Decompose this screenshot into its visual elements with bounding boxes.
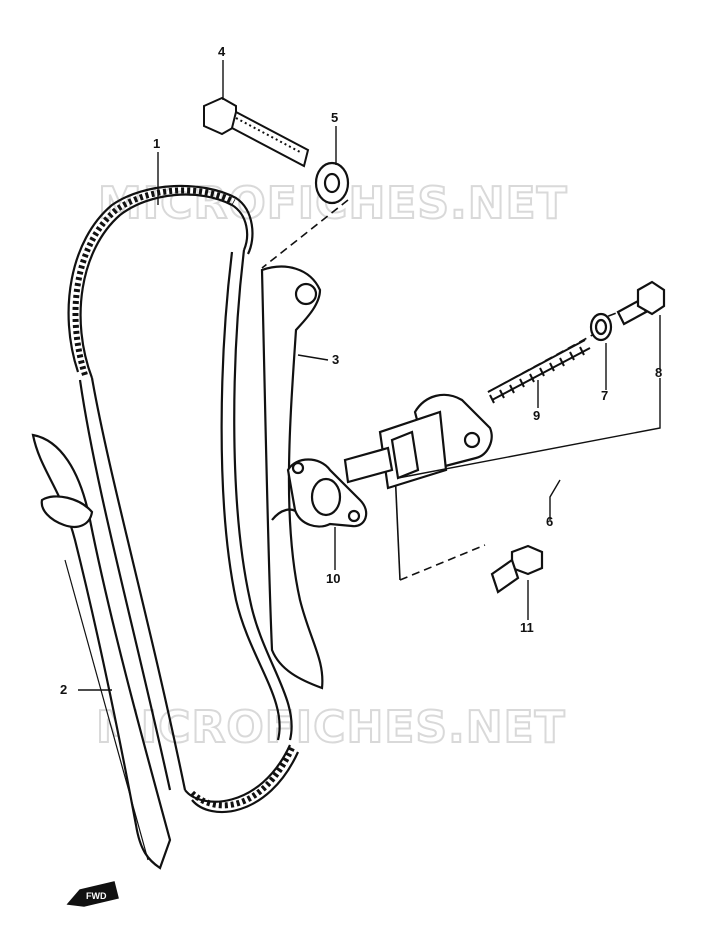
- callout-leaders: [78, 60, 661, 691]
- callout-10: 10: [326, 571, 340, 586]
- callout-1: 1: [153, 136, 160, 151]
- callout-2: 2: [60, 682, 67, 697]
- guide-bolt: [203, 96, 310, 168]
- watermark-bottom: MICROFICHES.NET: [96, 702, 566, 753]
- o-ring: [589, 312, 613, 342]
- tensioner-assembly: [343, 393, 493, 490]
- callout-4: 4: [218, 44, 226, 59]
- callout-5: 5: [331, 110, 338, 125]
- washer: [314, 161, 350, 205]
- tensioner-mounting-bolt: [490, 544, 544, 594]
- callout-6: 6: [546, 514, 553, 529]
- callout-labels: 1 2 3 4 5 6 7 8 9 10 11: [60, 44, 662, 697]
- tensioner-spring: [487, 339, 591, 404]
- callout-9: 9: [533, 408, 540, 423]
- callout-11: 11: [520, 620, 534, 635]
- callout-8: 8: [655, 365, 662, 380]
- forward-label: FWD: [86, 891, 107, 901]
- cam-chain: [67, 184, 300, 813]
- callout-7: 7: [601, 388, 608, 403]
- tensioner-gasket: [286, 458, 368, 528]
- callout-3: 3: [332, 352, 339, 367]
- forward-direction-arrow: FWD: [66, 881, 119, 907]
- tensioner-cap-bolt: [616, 280, 666, 326]
- front-chain-guide: [31, 433, 172, 870]
